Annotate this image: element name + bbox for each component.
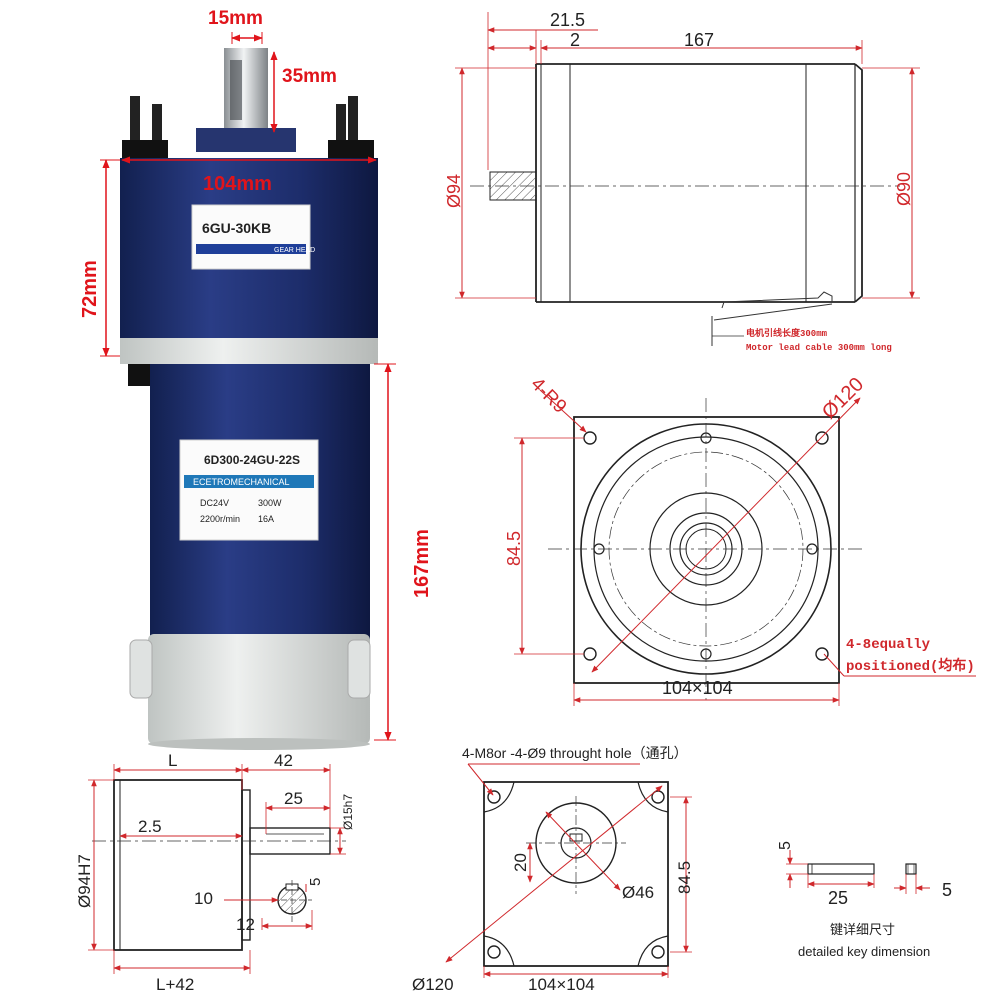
gear-front-dim-20: 20 — [511, 853, 530, 872]
gear-bore: Ø94H7 — [75, 854, 94, 908]
motor-model: 6D300-24GU-22S — [204, 453, 300, 467]
gear-total: L+42 — [156, 975, 194, 994]
cable-note-en: Motor lead cable 300mm long — [746, 343, 892, 353]
dim-L: L — [168, 751, 177, 770]
motor-current: 16A — [258, 514, 274, 524]
gearhead-front-view — [483, 781, 669, 967]
motor-side-view — [470, 63, 900, 346]
motor-label — [179, 439, 319, 541]
gear-dim-25: 25 — [284, 789, 303, 808]
front-dim-84-5: 84.5 — [504, 531, 524, 566]
gear-dim-5: 5 — [307, 878, 324, 886]
gearhead-model: 6GU-30KB — [202, 220, 271, 236]
motor-speed: 2200r/min — [200, 514, 240, 524]
key-detail: 5 25 5 键详细尺寸 detailed key dimension — [777, 841, 952, 959]
holes-note-1: 4-8equally — [846, 637, 931, 653]
gearhead-sub: GEAR HEAD — [274, 247, 315, 254]
key-dim-5-right: 5 — [942, 880, 952, 900]
key-end-shape — [905, 863, 917, 875]
dim-shaft-width: 15mm — [208, 8, 263, 29]
dia-90: Ø90 — [894, 172, 914, 206]
gear-shaft-dia: Ø15h7 — [341, 794, 355, 830]
dim-gearhead-height: 72mm — [79, 260, 101, 318]
dim-21-5: 21.5 — [550, 10, 585, 30]
gear-dim-42: 42 — [274, 751, 293, 770]
cable-note-cn: 电机引线长度300mm — [746, 327, 828, 339]
gear-front-dia-120: Ø120 — [412, 975, 454, 994]
key-side-shape — [807, 863, 875, 875]
mounting-bolt — [130, 96, 140, 156]
side-view-dimensions: 21.5 2 167 Ø94 Ø90 电机引线长度300mm Motor lea… — [444, 10, 920, 353]
gear-front-square: 104×104 — [528, 975, 595, 994]
motor-front-view — [548, 398, 866, 700]
dim-2: 2 — [570, 30, 580, 50]
dim-motor-length: 167mm — [411, 529, 433, 598]
gearhead-front-dimensions: 4-M8or -4-Ø9 throught hole（通孔） 20 Ø46 84… — [412, 745, 694, 994]
mounting-bolt — [348, 96, 358, 156]
motor-voltage: DC24V — [200, 498, 229, 508]
gear-dim-2-5: 2.5 — [138, 817, 162, 836]
motor-band: ECETROMECHANICAL — [193, 477, 290, 487]
gearhead-side-dimensions: L 42 25 Ø15h7 2.5 Ø94H7 10 5 12 L+42 — [75, 751, 355, 994]
holes-note-2: positioned(均布) — [846, 657, 975, 675]
key-title-cn: 键详细尺寸 — [830, 922, 895, 937]
motor-power: 300W — [258, 498, 282, 508]
gear-dia-46: Ø46 — [622, 883, 654, 902]
gear-front-dim-84-5: 84.5 — [675, 861, 694, 894]
gearhead-side-view — [92, 779, 346, 951]
gear-dim-12: 12 — [236, 915, 255, 934]
key-title-en: detailed key dimension — [798, 944, 930, 959]
dia-94: Ø94 — [444, 174, 464, 208]
gearhead-label — [191, 204, 311, 270]
end-cap — [148, 634, 370, 744]
r9-label: 4-R9 — [526, 374, 570, 418]
front-square-dim: 104×104 — [662, 678, 733, 698]
gear-holes-note: 4-M8or -4-Ø9 throught hole（通孔） — [462, 745, 688, 761]
key-dim-25: 25 — [828, 888, 848, 908]
front-square-plate — [573, 416, 840, 684]
gear-dim-10: 10 — [194, 889, 213, 908]
flange-plate — [120, 338, 378, 364]
key-dim-5-top: 5 — [777, 841, 794, 850]
motor-photo: 6GU-30KB GEAR HEAD 6D300-24GU-22S ECETRO… — [79, 8, 433, 750]
dim-shaft-length: 35mm — [282, 66, 337, 87]
dim-167: 167 — [684, 30, 714, 50]
dim-gearhead-width: 104mm — [203, 173, 272, 195]
